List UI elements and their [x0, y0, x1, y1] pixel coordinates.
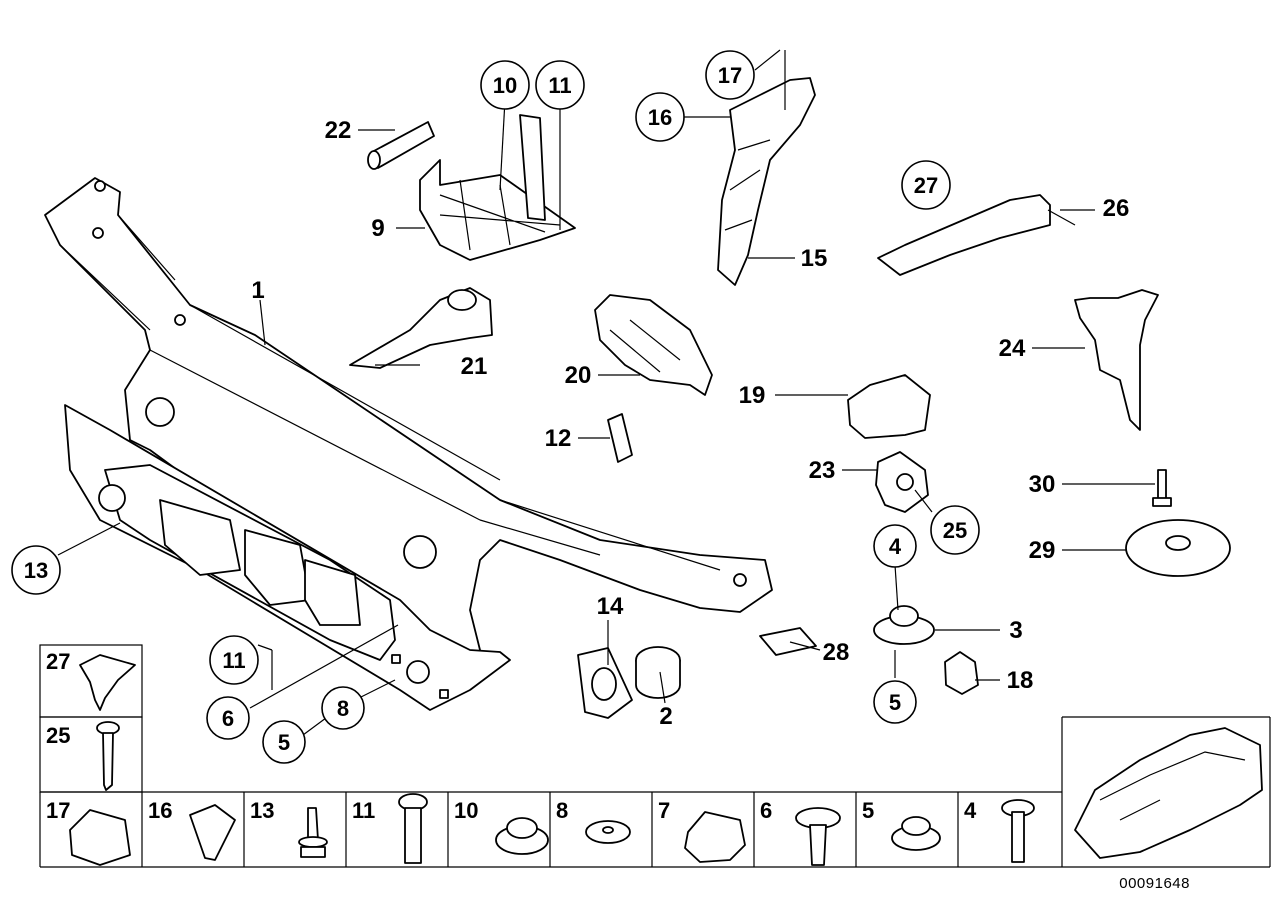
spring-clip-icon — [69, 809, 131, 866]
legend-cell-11: 11 — [352, 798, 375, 823]
cover-part — [877, 194, 1076, 276]
flange-nut-top-icon — [901, 816, 931, 836]
air-duct-part — [349, 287, 493, 369]
catalog-number: 00091648 — [1119, 875, 1190, 892]
legend-cell-25: 25 — [46, 723, 70, 748]
washer-hole-icon — [602, 826, 614, 834]
callout-18: 18 — [1007, 667, 1034, 694]
callout-14: 14 — [597, 593, 624, 620]
rubber-mount-part — [875, 451, 929, 513]
legend-cell-4: 4 — [964, 798, 977, 823]
rivet-body-icon — [300, 846, 326, 858]
callout-22: 22 — [325, 117, 352, 144]
vertical-duct-part — [717, 77, 816, 286]
carriage-bolt-shank-icon — [1011, 811, 1025, 863]
mount-part — [847, 374, 931, 439]
bracket-part — [419, 114, 576, 261]
callout-19: 19 — [739, 382, 766, 409]
callout-21: 21 — [461, 353, 488, 380]
callout-1: 1 — [251, 277, 264, 304]
legend-cell-5: 5 — [862, 798, 874, 823]
callout-26: 26 — [1103, 195, 1130, 222]
callout-labels: 1 2 3 4 5 5 6 8 9 10 11 11 12 13 14 15 1… — [11, 50, 1130, 764]
flange-bolt-shank-icon — [809, 824, 827, 866]
sleeve-part — [635, 646, 681, 699]
callout-11-a: 11 — [548, 73, 571, 98]
legend-cell-6: 6 — [760, 798, 772, 823]
legend-cell-10: 10 — [454, 798, 478, 823]
bracket-plate-part — [1074, 289, 1159, 431]
legend-cell-16: 16 — [148, 798, 172, 823]
callout-17: 17 — [718, 63, 742, 88]
screw-shank-icon — [102, 732, 114, 791]
label-sticker-part — [759, 627, 817, 656]
callout-30: 30 — [1029, 471, 1056, 498]
leader-lines — [57, 49, 1155, 736]
callout-28: 28 — [823, 639, 850, 666]
grommet-part — [873, 605, 935, 645]
callout-8: 8 — [337, 696, 349, 721]
rivet-head-icon — [298, 836, 328, 848]
callout-3: 3 — [1009, 617, 1022, 644]
callout-4: 4 — [889, 534, 902, 559]
callout-25: 25 — [943, 518, 967, 543]
gasket-plate-part — [577, 647, 633, 719]
expanding-rivet-icon — [189, 804, 236, 861]
tube-part — [367, 121, 435, 170]
legend-cell-13: 13 — [250, 798, 274, 823]
callout-9: 9 — [371, 215, 384, 242]
callout-15: 15 — [801, 245, 828, 272]
collar-nut-top-icon — [506, 817, 538, 839]
rivet-pin-icon — [307, 807, 319, 841]
washer-plate-part — [1125, 519, 1231, 577]
bolt-part — [1152, 469, 1172, 507]
callout-2: 2 — [659, 703, 672, 730]
callout-12: 12 — [545, 425, 572, 452]
front-panel-part — [44, 177, 773, 711]
callout-5-b: 5 — [278, 730, 290, 755]
callout-5-a: 5 — [889, 690, 901, 715]
callout-16: 16 — [648, 105, 672, 130]
fastener-legend: 27 25 17 16 13 11 10 8 7 6 5 4 — [39, 644, 1271, 868]
callout-27: 27 — [914, 173, 938, 198]
callout-11-b: 11 — [222, 648, 245, 673]
callout-6: 6 — [222, 706, 234, 731]
small-clip-part — [607, 413, 633, 463]
callout-10: 10 — [493, 73, 517, 98]
callout-13: 13 — [24, 558, 48, 583]
rubber-nut-part — [944, 651, 979, 695]
plastic-clip-icon — [684, 811, 746, 863]
legend-cell-17: 17 — [46, 798, 70, 823]
legend-cell-8: 8 — [556, 798, 568, 823]
legend-cell-7: 7 — [658, 798, 670, 823]
car-thumbnail-icon — [1074, 727, 1263, 859]
callout-20: 20 — [565, 362, 592, 389]
callout-29: 29 — [1029, 537, 1056, 564]
callout-24: 24 — [999, 335, 1026, 362]
callout-23: 23 — [809, 457, 836, 484]
legend-cell-27: 27 — [46, 649, 70, 674]
hex-bolt-shank-icon — [404, 807, 422, 864]
clip-nut-icon — [79, 654, 136, 711]
air-guide-part — [594, 294, 713, 396]
